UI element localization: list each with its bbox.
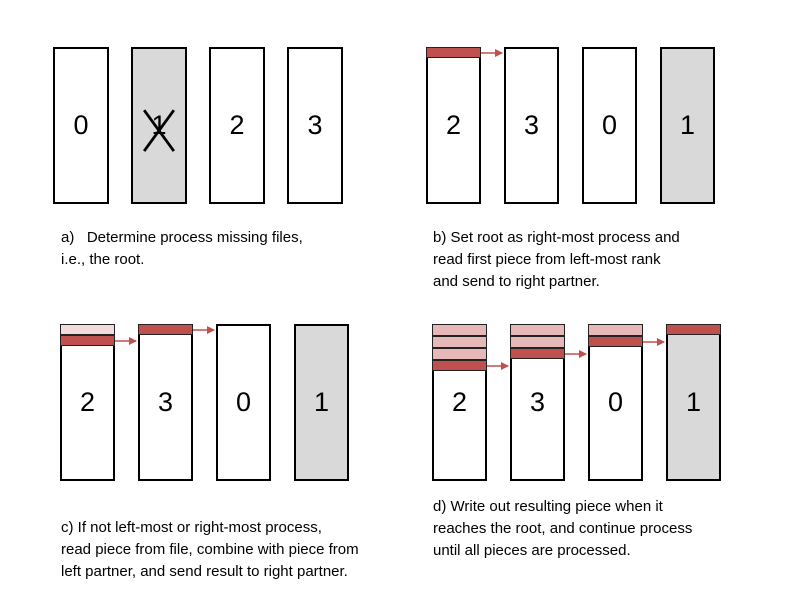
- process-rank-label: 3: [157, 387, 174, 417]
- process-rank-label: 0: [235, 387, 252, 417]
- caption-line: reaches the root, and continue process: [433, 520, 693, 537]
- process-rank-label: 3: [523, 110, 540, 140]
- root-process-box: 1: [660, 47, 715, 204]
- caption-line: a) Determine process missing files,: [61, 229, 303, 246]
- process-box: 2: [426, 47, 481, 204]
- data-piece: [60, 324, 115, 335]
- caption-line: left partner, and send result to right p…: [61, 563, 348, 580]
- process-rank-label: 1: [313, 387, 330, 417]
- process-box: 0: [588, 324, 643, 481]
- data-piece: [426, 47, 481, 58]
- process-rank-label: 2: [79, 387, 96, 417]
- data-piece: [510, 324, 565, 336]
- data-piece: [666, 324, 721, 335]
- process-box: 3: [504, 47, 559, 204]
- data-piece: [60, 335, 115, 346]
- process-rank-label: 3: [529, 387, 546, 417]
- caption-d: d) Write out resulting piece when it rea…: [433, 496, 692, 562]
- process-rank-label: 1: [679, 110, 696, 140]
- process-rank-label: 2: [451, 387, 468, 417]
- process-rank-label: 2: [229, 110, 245, 140]
- process-box: 3: [138, 324, 193, 481]
- caption-line: read first piece from left-most rank: [433, 251, 661, 268]
- root-process-box: 1: [666, 324, 721, 481]
- caption-line: d) Write out resulting piece when it: [433, 498, 663, 515]
- caption-line: b) Set root as right-most process and: [433, 229, 680, 246]
- data-piece: [510, 336, 565, 348]
- process-rank-label: 1: [151, 110, 167, 140]
- caption-c: c) If not left-most or right-most proces…: [61, 517, 359, 583]
- caption-line: and send to right partner.: [433, 273, 600, 290]
- process-rank-label: 0: [73, 110, 89, 140]
- root-process-box: 1: [131, 47, 187, 204]
- data-piece: [432, 336, 487, 348]
- caption-a: a) Determine process missing files, i.e.…: [61, 227, 303, 271]
- data-piece: [432, 324, 487, 336]
- process-rank-label: 0: [601, 110, 618, 140]
- process-box: 3: [287, 47, 343, 204]
- data-piece: [588, 336, 643, 347]
- caption-b: b) Set root as right-most process and re…: [433, 227, 680, 293]
- process-rank-label: 3: [307, 110, 323, 140]
- process-box: 0: [582, 47, 637, 204]
- data-piece: [432, 348, 487, 360]
- root-process-box: 1: [294, 324, 349, 481]
- process-box: 2: [60, 324, 115, 481]
- process-rank-label: 2: [445, 110, 462, 140]
- process-rank-label: 1: [685, 387, 702, 417]
- process-rank-label: 0: [607, 387, 624, 417]
- data-piece: [588, 324, 643, 336]
- process-box: 2: [209, 47, 265, 204]
- caption-line: i.e., the root.: [61, 251, 145, 268]
- caption-line: read piece from file, combine with piece…: [61, 541, 359, 558]
- process-box: 0: [53, 47, 109, 204]
- process-box: 0: [216, 324, 271, 481]
- caption-line: until all pieces are processed.: [433, 542, 631, 559]
- data-piece: [432, 360, 487, 371]
- data-piece: [138, 324, 193, 335]
- caption-line: c) If not left-most or right-most proces…: [61, 519, 322, 536]
- data-piece: [510, 348, 565, 359]
